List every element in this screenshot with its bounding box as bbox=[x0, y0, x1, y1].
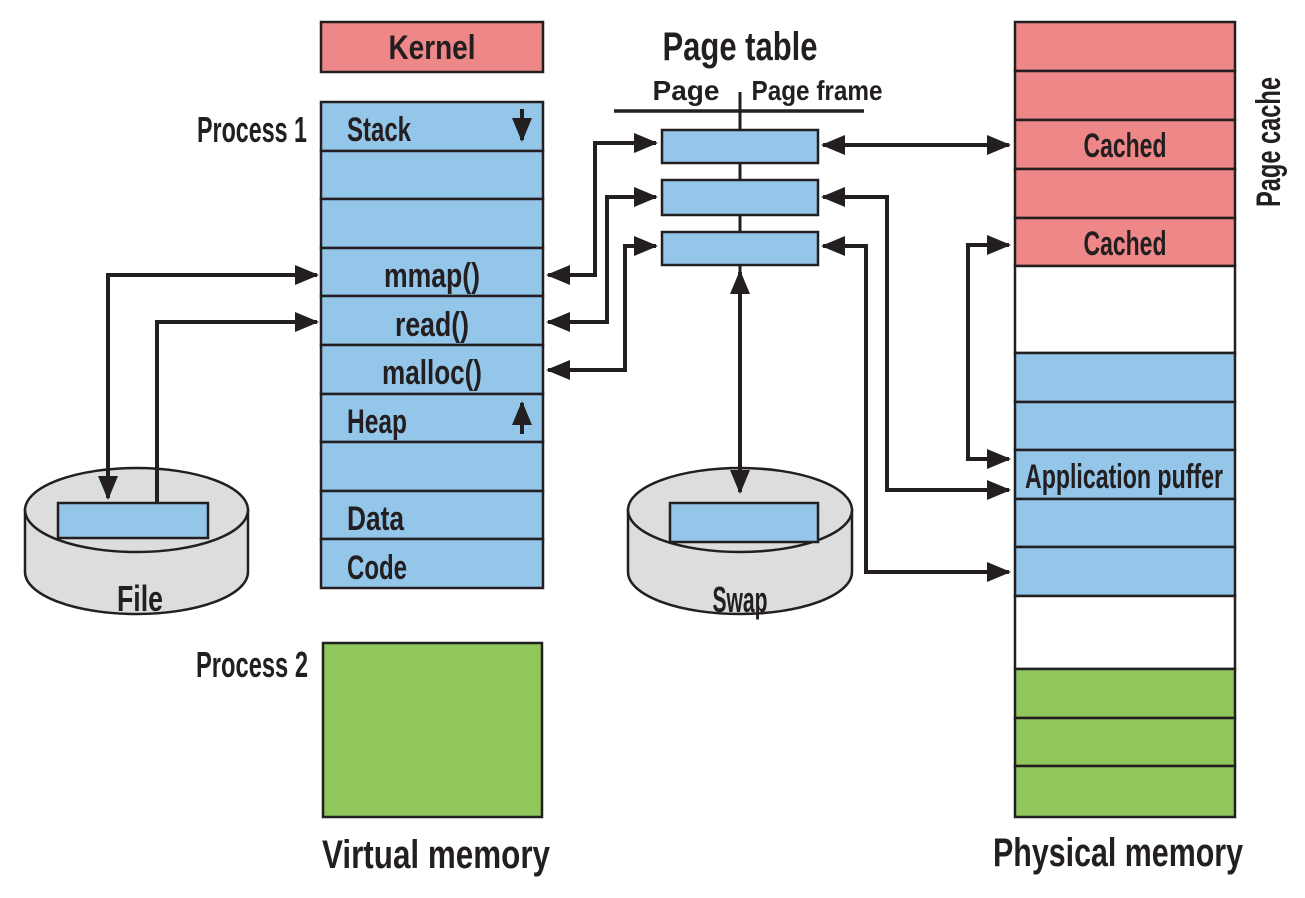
page-column-header: Page bbox=[653, 75, 720, 106]
arrow-file-to-mmap bbox=[98, 265, 319, 500]
row-label-stack: Stack bbox=[347, 111, 411, 149]
page-table-entries bbox=[660, 128, 820, 267]
physical-row bbox=[1013, 400, 1237, 452]
page-table-entry-2 bbox=[660, 178, 820, 217]
page-table-entry-1 bbox=[660, 128, 820, 165]
physical-memory-column bbox=[1013, 20, 1237, 819]
process1-row bbox=[319, 149, 545, 201]
physical-row bbox=[1013, 497, 1237, 549]
process2-label: Process 2 bbox=[196, 644, 308, 685]
arrow-cached-to-application-buffer bbox=[966, 235, 1011, 469]
process2-box bbox=[321, 641, 544, 819]
page-table-entry-3 bbox=[660, 230, 820, 267]
arrow-read-to-pagetable-2 bbox=[546, 187, 658, 332]
physical-row bbox=[1013, 20, 1237, 73]
row-label-code: Code bbox=[347, 549, 407, 587]
physical-row bbox=[1013, 351, 1237, 404]
physical-row-free bbox=[1013, 264, 1237, 355]
process1-label: Process 1 bbox=[197, 109, 307, 150]
page-table-title: Page table bbox=[663, 25, 818, 69]
arrow-pagetable-2-to-application-buffer bbox=[821, 187, 1011, 500]
physical-row-free bbox=[1013, 594, 1237, 671]
file-label: File bbox=[117, 578, 163, 619]
row-label-heap: Heap bbox=[347, 403, 407, 441]
page-cache-label: Page cache bbox=[1250, 77, 1288, 207]
physical-row bbox=[1013, 545, 1237, 598]
physical-row bbox=[1013, 167, 1237, 220]
swap-label: Swap bbox=[713, 579, 768, 620]
process1-row bbox=[319, 197, 545, 250]
arrow-malloc-to-pagetable-3 bbox=[546, 236, 658, 380]
process1-row-malloc bbox=[319, 343, 545, 396]
application-buffer-label: Application puffer bbox=[1025, 458, 1223, 496]
physical-row-application-buffer bbox=[1013, 448, 1237, 501]
process1-column bbox=[319, 100, 545, 590]
row-label-mmap: mmap() bbox=[384, 257, 480, 295]
physical-row-cached-1 bbox=[1013, 118, 1237, 171]
physical-row bbox=[1013, 667, 1237, 720]
physical-memory-section-label: Physical memory bbox=[993, 831, 1244, 875]
process1-row-code bbox=[319, 537, 545, 590]
physical-row bbox=[1013, 69, 1237, 122]
swap-data-block bbox=[668, 501, 820, 544]
row-label-malloc: malloc() bbox=[382, 354, 482, 392]
process1-row bbox=[319, 440, 545, 493]
virtual-memory-section-label: Virtual memory bbox=[322, 833, 551, 877]
kernel-box bbox=[319, 20, 545, 74]
process1-row-heap bbox=[319, 392, 545, 444]
process1-row-read bbox=[319, 294, 545, 347]
physical-row bbox=[1013, 716, 1237, 768]
file-data-block bbox=[56, 501, 210, 540]
physical-row-cached-2 bbox=[1013, 216, 1237, 268]
row-label-data: Data bbox=[347, 500, 405, 538]
process1-row-data bbox=[319, 489, 545, 541]
arrow-pagetable-3-to-physical-page bbox=[821, 236, 1011, 582]
cached-label-1: Cached bbox=[1084, 127, 1167, 165]
arrow-mmap-to-pagetable-1 bbox=[546, 133, 658, 285]
physical-row bbox=[1013, 764, 1237, 819]
cached-label-2: Cached bbox=[1084, 225, 1167, 263]
kernel-label: Kernel bbox=[389, 29, 476, 67]
row-label-read: read() bbox=[395, 306, 469, 344]
arrow-file-to-read bbox=[155, 312, 319, 504]
page-frame-column-header: Page frame bbox=[752, 75, 883, 106]
